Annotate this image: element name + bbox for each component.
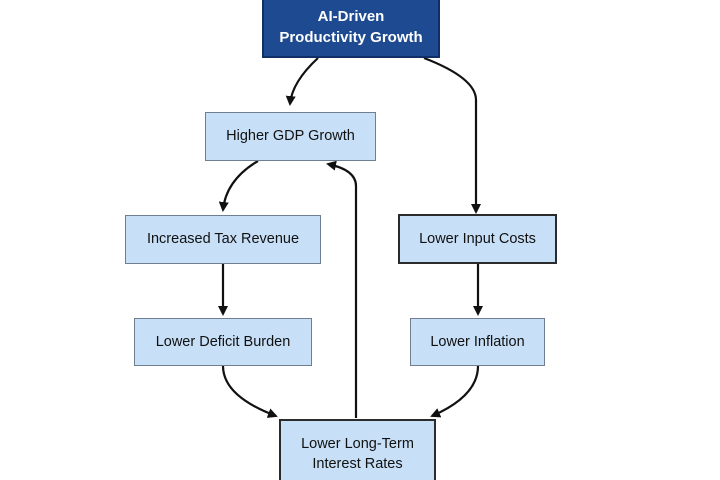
edge-gdp-to-tax [218,160,259,212]
node-lower-long-term-interest-rates: Lower Long-Term Interest Rates [279,419,436,480]
node-label-line: Lower Long-Term [301,435,414,452]
node-lower-inflation: Lower Inflation [410,318,545,366]
node-higher-gdp-growth: Higher GDP Growth [205,112,376,161]
edge-inflation-to-rates [430,365,480,418]
node-label-line: Interest Rates [312,456,403,472]
node-lower-input-costs: Lower Input Costs [398,214,557,264]
node-label: Higher GDP Growth [226,128,355,145]
edge-deficit-to-rates [221,365,278,418]
node-label: Lower Input Costs [419,230,536,247]
node-ai-driven-productivity-growth: AI-Driven Productivity Growth [262,0,440,58]
node-label-line: Productivity Growth [279,29,423,46]
node-label: Lower Inflation [430,333,525,350]
node-label: Lower Long-Term Interest Rates [295,434,420,475]
node-label: Increased Tax Revenue [146,231,300,248]
edge-ai-to-input-costs [423,56,481,214]
node-lower-deficit-burden: Lower Deficit Burden [134,318,312,366]
node-label-line: AI-Driven [317,8,385,25]
node-label: AI-Driven Productivity Growth [273,6,428,48]
node-label: Lower Deficit Burden [155,333,291,350]
node-increased-tax-revenue: Increased Tax Revenue [125,215,321,264]
edge-ai-to-gdp [285,57,319,106]
edge-rates-to-gdp [326,160,358,418]
